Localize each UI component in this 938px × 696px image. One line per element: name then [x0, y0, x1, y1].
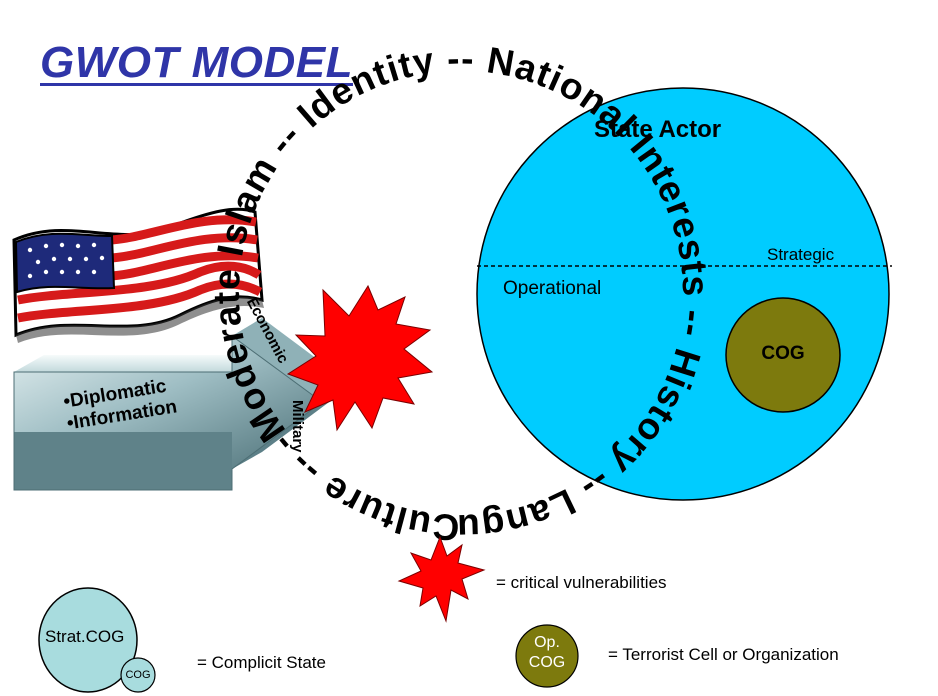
cog-label: COG [761, 343, 805, 364]
legend-complicit-label: = Complicit State [197, 653, 326, 672]
cog-circle [725, 297, 841, 413]
complicit-inner-label: COG [125, 669, 151, 681]
legend-vulnerabilities-label: = critical vulnerabilities [496, 573, 667, 592]
flag-icon [12, 207, 264, 343]
terrorist-line1: Op. [534, 634, 560, 651]
arrow-item-military: Military [289, 400, 306, 453]
legend-star-icon [397, 535, 486, 623]
complicit-outer-label: Strat.COG [45, 627, 125, 646]
state-actor-label: State Actor [594, 116, 722, 143]
page-title: GWOT MODEL [40, 38, 353, 87]
complicit-inner-cog-circle [120, 657, 156, 693]
complicit-state-circle [38, 587, 138, 693]
vulnerability-star-icon [286, 284, 434, 432]
terrorist-line2: COG [528, 654, 566, 671]
strategic-label: Strategic [767, 245, 835, 264]
terrorist-cell-text: Op. COG [516, 633, 578, 673]
terrorist-cell-circle [515, 624, 579, 688]
operational-label: Operational [503, 278, 602, 299]
legend-terrorist-label: = Terrorist Cell or Organization [608, 645, 839, 664]
